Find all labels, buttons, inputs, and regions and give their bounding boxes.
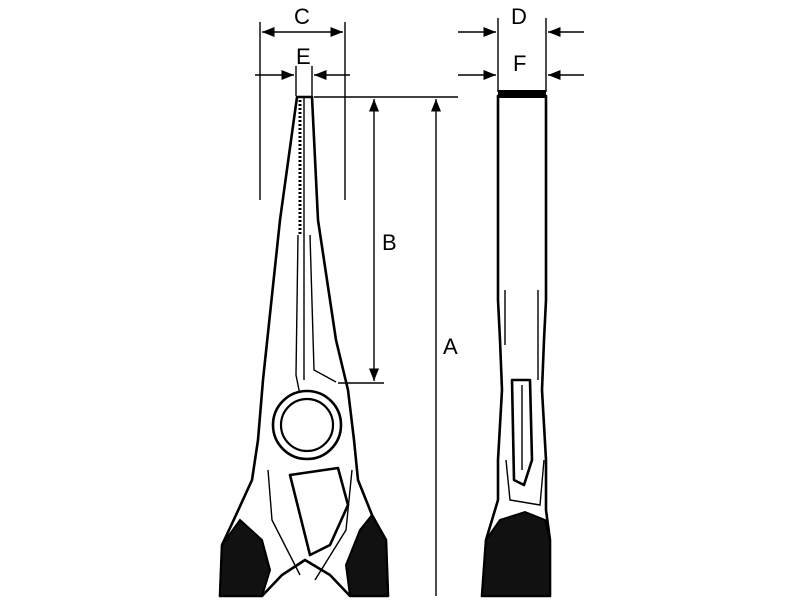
dimension-f: F bbox=[458, 51, 584, 81]
label-b: B bbox=[382, 230, 397, 255]
handle-window bbox=[288, 466, 350, 557]
label-d: D bbox=[511, 4, 527, 29]
jaw-inner-left bbox=[295, 234, 301, 396]
grip-left bbox=[218, 518, 272, 597]
label-a: A bbox=[443, 334, 458, 359]
dimension-b: B bbox=[314, 96, 458, 384]
dimension-e: E bbox=[255, 44, 350, 96]
dimension-c: C bbox=[259, 4, 346, 200]
label-f: F bbox=[513, 51, 526, 76]
label-c: C bbox=[294, 4, 310, 29]
dimension-d: D bbox=[458, 4, 584, 92]
handle-seam-left bbox=[267, 469, 301, 576]
dimension-a: A bbox=[430, 99, 458, 596]
side-top-cap bbox=[498, 90, 546, 98]
pivot-inner bbox=[279, 397, 335, 453]
label-e: E bbox=[296, 44, 311, 69]
side-view-pliers bbox=[480, 90, 552, 598]
handle-seam-right bbox=[314, 469, 353, 581]
grip-right bbox=[344, 513, 390, 597]
side-handle-seam bbox=[505, 459, 545, 506]
front-view-pliers bbox=[218, 95, 390, 598]
side-grip bbox=[480, 510, 551, 597]
jaw-inner-right bbox=[309, 234, 337, 383]
